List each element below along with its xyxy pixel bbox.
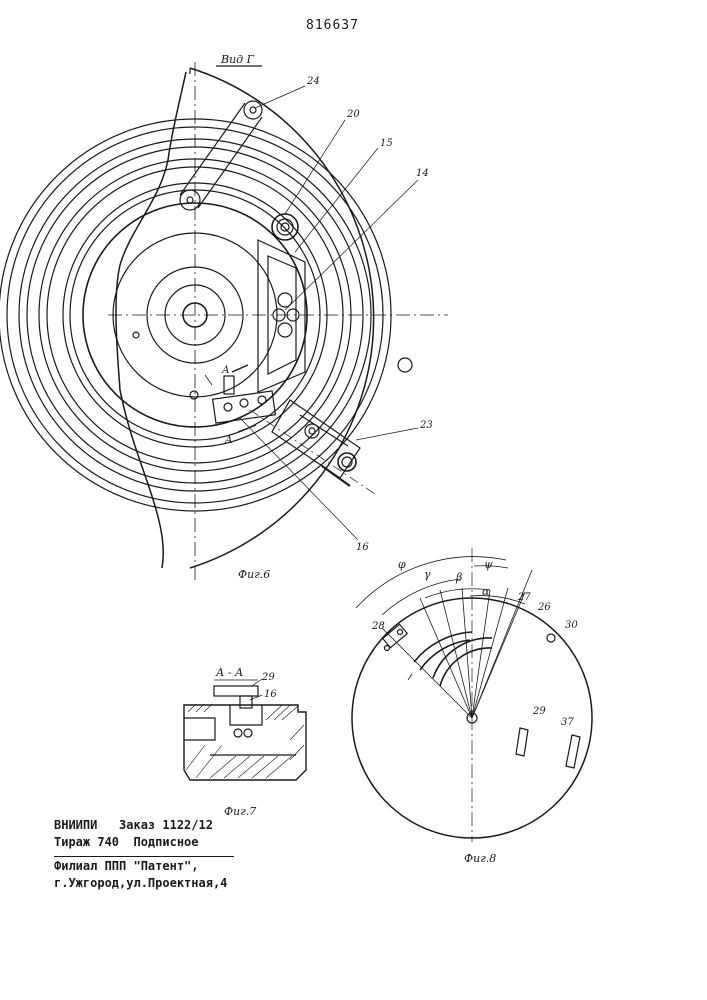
imprint-line-2: Тираж 740 Подписное bbox=[54, 834, 213, 851]
fig6-hole-bottom bbox=[190, 391, 198, 399]
fig7-callout-29: 29 bbox=[261, 672, 275, 683]
fig8-caption: Фиг.8 bbox=[464, 852, 496, 865]
fig8-angle-psi: ψ bbox=[484, 558, 493, 571]
callout-16: 16 bbox=[356, 542, 369, 553]
slot-26 bbox=[414, 632, 472, 662]
fig7-section-label: А - А bbox=[215, 666, 243, 679]
fig7-callout-16: 16 bbox=[264, 689, 277, 700]
item-30 bbox=[547, 634, 555, 642]
fig7-hatching bbox=[186, 704, 304, 778]
callout-14: 14 bbox=[416, 168, 429, 179]
imprint-rule bbox=[54, 856, 234, 857]
fig8-angle-gamma: γ bbox=[424, 568, 431, 581]
figure-8 bbox=[352, 548, 592, 842]
fig8-callout-28: 28 bbox=[371, 621, 385, 632]
segment-37 bbox=[566, 735, 580, 768]
imprint-line-3: Филиал ППП "Патент", bbox=[54, 858, 227, 875]
fig8-angle-beta: β bbox=[455, 571, 462, 584]
segment-29 bbox=[516, 728, 528, 756]
fig6-break-line bbox=[116, 72, 186, 568]
fig8-callout-26: 26 bbox=[537, 602, 551, 613]
fig6-hole-right bbox=[398, 358, 412, 372]
block-28 bbox=[383, 624, 408, 647]
fig7-caption: Фиг.7 bbox=[224, 805, 256, 818]
plate-15 bbox=[258, 240, 305, 392]
fig7-knob-29 bbox=[214, 686, 258, 696]
fig8-angle-alpha: α bbox=[482, 585, 490, 598]
imprint-block: ВНИИПИ Заказ 1122/12 Тираж 740 Подписное bbox=[54, 817, 213, 851]
slot-27 bbox=[433, 638, 492, 678]
imprint-address: Филиал ППП "Патент", г.Ужгород,ул.Проект… bbox=[54, 858, 227, 892]
fig7-body bbox=[184, 705, 306, 780]
section-mark-bottom: А bbox=[224, 435, 233, 446]
fig6-caption: Фиг.6 bbox=[238, 568, 270, 581]
callout-24: 24 bbox=[306, 76, 320, 87]
fig6-view-label: Вид Г bbox=[220, 53, 255, 66]
fig6-outer-arc bbox=[190, 68, 374, 568]
imprint-line-4: г.Ужгород,ул.Проектная,4 bbox=[54, 875, 227, 892]
imprint-line-1: ВНИИПИ Заказ 1122/12 bbox=[54, 817, 213, 834]
fig8-callout-37: 37 bbox=[561, 717, 574, 728]
fig8-callout-29: 29 bbox=[532, 706, 546, 717]
callout-15: 15 bbox=[380, 138, 393, 149]
section-mark-top: А bbox=[221, 365, 230, 376]
figure-7 bbox=[184, 679, 306, 780]
callout-23: 23 bbox=[419, 420, 433, 431]
callout-20: 20 bbox=[346, 109, 360, 120]
fig8-angle-phi: φ bbox=[398, 558, 406, 571]
fig8-callout-30: 30 bbox=[565, 620, 578, 631]
lever-24 bbox=[180, 101, 262, 210]
fig8-callout-27: 27 bbox=[517, 592, 531, 603]
